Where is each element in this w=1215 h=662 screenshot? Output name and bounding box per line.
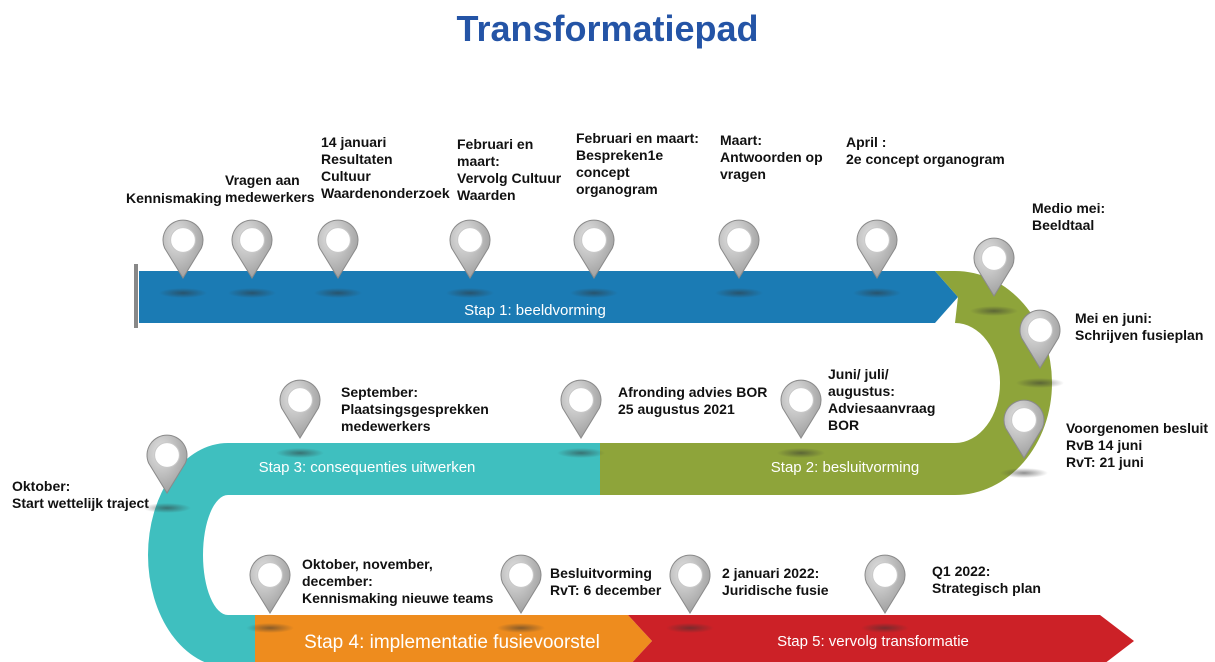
map-pin-icon-juridische-fusie xyxy=(666,554,714,633)
page-title: Transformatiepad xyxy=(456,8,759,49)
milestone-label-kennismaking: Kennismaking xyxy=(126,190,222,206)
milestone-label-okt-nov-dec: Oktober, november, december: Kennismakin… xyxy=(302,556,494,606)
stage-4-label: Stap 4: implementatie fusievoorstel xyxy=(304,632,600,653)
stage-4-band xyxy=(255,615,652,662)
milestone-label-juridische-fusie: 2 januari 2022: Juridische fusie xyxy=(722,565,829,598)
stage-3-label: Stap 3: consequenties uitwerken xyxy=(259,459,476,476)
milestone-markers xyxy=(143,219,1064,633)
map-pin-icon-september xyxy=(276,379,324,458)
milestone-label-maart: Maart: Antwoorden op vragen xyxy=(720,132,823,182)
map-pin-icon-mei-juni xyxy=(1016,309,1064,388)
map-pin-icon-medio-mei xyxy=(970,237,1018,316)
map-pin-icon-besluitvorming-rvt xyxy=(497,554,545,633)
map-pin-icon-afronding-advies xyxy=(557,379,605,458)
map-pin-icon-februari-maart-organogram xyxy=(570,219,618,298)
milestone-label-oktober: Oktober: Start wettelijk traject xyxy=(12,478,149,511)
milestone-label-medio-mei: Medio mei: Beeldtaal xyxy=(1032,200,1106,233)
milestone-label-afronding-advies: Afronding advies BOR 25 augustus 2021 xyxy=(618,384,768,417)
stage-5-band xyxy=(628,615,1134,662)
stage-1-band xyxy=(139,271,958,323)
map-pin-icon-okt-nov-dec xyxy=(246,554,294,633)
stage-2-label: Stap 2: besluitvorming xyxy=(771,459,919,476)
milestone-label-besluitvorming-rvt: Besluitvorming RvT: 6 december xyxy=(550,565,662,598)
milestone-label-voorgenomen-besluit: Voorgenomen besluit RvB 14 juni RvT: 21 … xyxy=(1066,420,1209,470)
map-pin-icon-maart xyxy=(715,219,763,298)
map-pin-icon-oktober xyxy=(143,434,191,513)
map-pin-icon-vragen-medewerkers xyxy=(228,219,276,298)
milestone-label-september: September: Plaatsingsgesprekken medewerk… xyxy=(341,384,489,434)
stage-1-label: Stap 1: beeldvorming xyxy=(464,302,606,319)
milestone-label-adviesaanvraag: Juni/ juli/ augustus: Adviesaanvraag BOR xyxy=(828,366,936,433)
milestone-label-mei-juni: Mei en juni: Schrijven fusieplan xyxy=(1075,310,1204,343)
map-pin-icon-adviesaanvraag xyxy=(777,379,825,458)
map-pin-icon-kennismaking xyxy=(159,219,207,298)
milestone-label-strategisch-plan: Q1 2022: Strategisch plan xyxy=(932,563,1041,596)
milestone-label-februari-maart-cultuur: Februari en maart: Vervolg Cultuur Waard… xyxy=(457,136,562,203)
stage-3-curve xyxy=(148,443,600,662)
milestone-label-februari-maart-organogram: Februari en maart: Bespreken1e concept o… xyxy=(576,130,699,197)
start-bar xyxy=(134,264,138,328)
milestone-label-april: April : 2e concept organogram xyxy=(846,134,1005,167)
milestone-label-14-januari: 14 januari Resultaten Cultuur Waardenond… xyxy=(321,134,450,201)
map-pin-icon-april xyxy=(853,219,901,298)
stage-5-label: Stap 5: vervolg transformatie xyxy=(777,633,969,650)
map-pin-icon-voorgenomen-besluit xyxy=(1000,399,1048,478)
map-pin-icon-februari-maart-cultuur xyxy=(446,219,494,298)
milestone-label-vragen-medewerkers: Vragen aan medewerkers xyxy=(225,172,315,205)
map-pin-icon-strategisch-plan xyxy=(861,554,909,633)
map-pin-icon-14-januari xyxy=(314,219,362,298)
